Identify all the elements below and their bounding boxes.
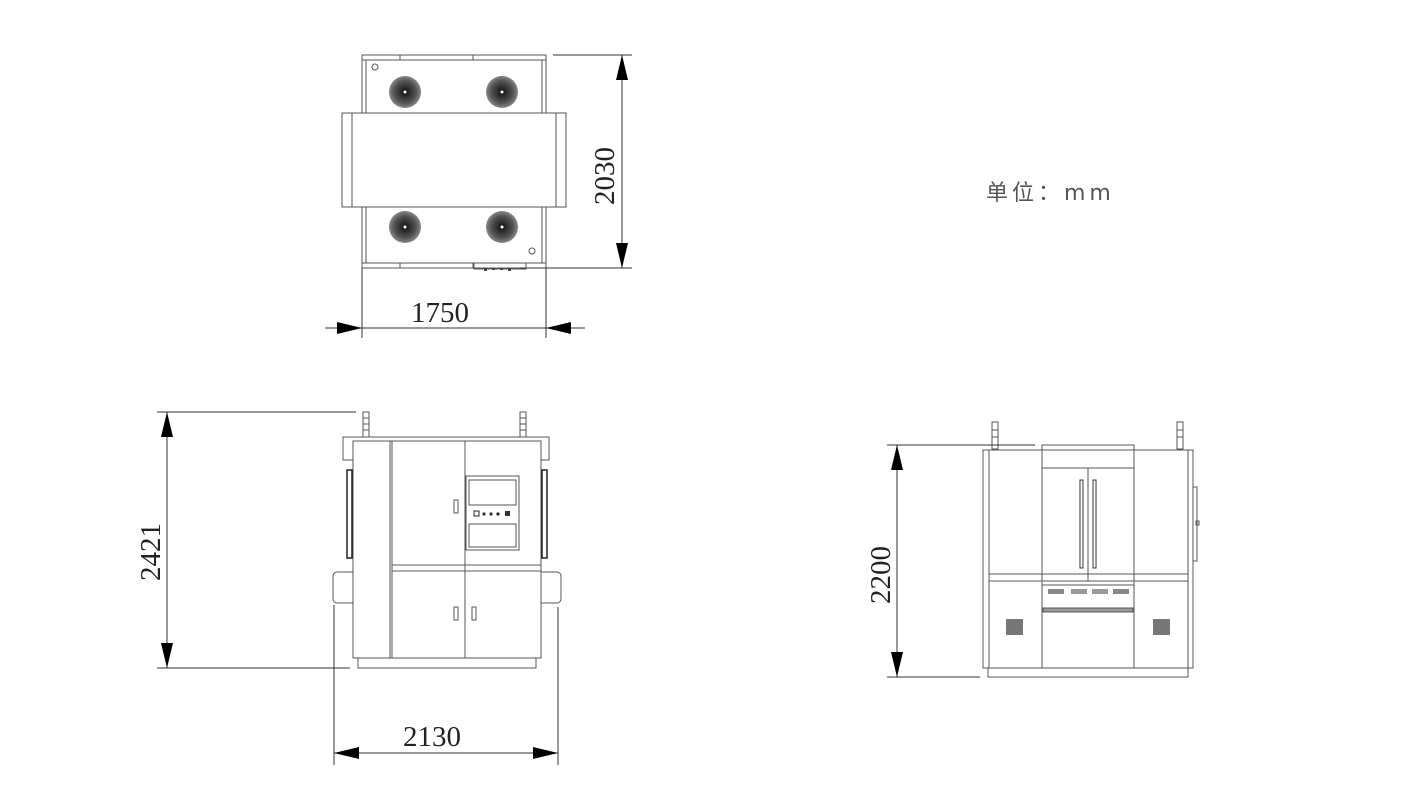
dimension-label: 2130	[403, 721, 461, 753]
dimension-height-2421: 2421	[135, 411, 356, 669]
side-view	[982, 421, 1200, 678]
dimension-label: 1750	[411, 297, 469, 329]
signal-tower-icon	[519, 411, 527, 438]
top-view	[341, 54, 567, 271]
dimension-label: 2421	[135, 523, 167, 581]
dimension-width-1750: 1750	[325, 268, 585, 338]
dimension-depth-2030: 2030	[520, 54, 632, 269]
fan-icon	[389, 211, 421, 243]
signal-tower-icon	[991, 421, 999, 450]
unit-label: 单位：mm	[986, 181, 1115, 206]
dimension-height-2200: 2200	[865, 444, 1035, 678]
signal-tower-icon	[362, 411, 370, 438]
fan-icon	[486, 211, 518, 243]
fan-icon	[486, 76, 518, 108]
dimension-width-2130: 2130	[333, 605, 559, 765]
dimension-label: 2030	[589, 147, 621, 205]
fan-icon	[389, 76, 421, 108]
signal-tower-icon	[1176, 421, 1184, 450]
control-panel	[465, 475, 520, 551]
dimension-label: 2200	[865, 546, 897, 604]
front-view	[332, 411, 562, 669]
